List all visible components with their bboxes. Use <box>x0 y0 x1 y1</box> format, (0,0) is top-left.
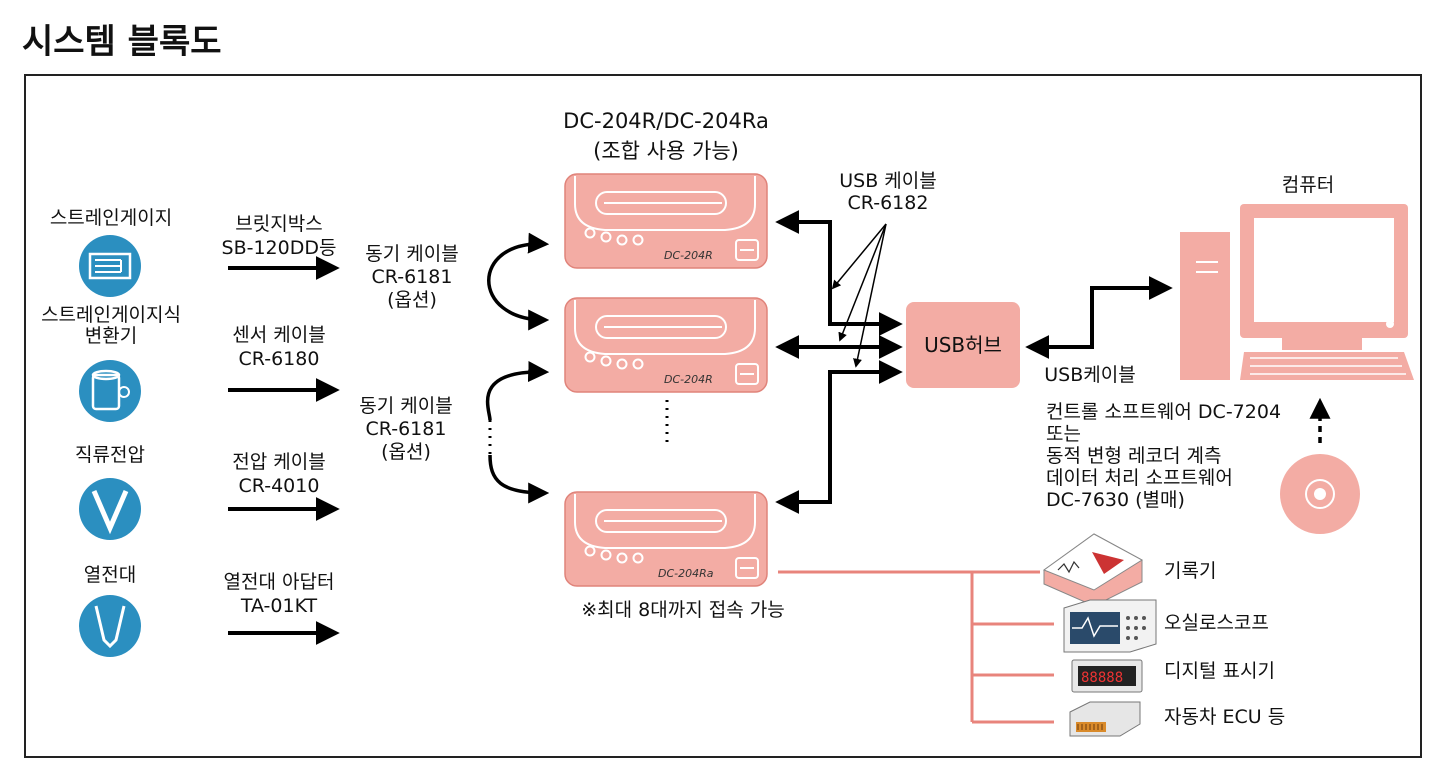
usb-hub-box <box>906 302 1020 388</box>
pc-usb-connection <box>1025 276 1173 359</box>
pointer-line <box>853 223 887 368</box>
sensor-label: 직류전압 <box>75 444 145 466</box>
output-label: 오실로스코프 <box>1164 612 1269 634</box>
svg-text:88888: 88888 <box>1081 670 1123 686</box>
oscilloscope-icon <box>1063 599 1157 653</box>
pointer-line <box>838 223 887 342</box>
page-title: 시스템 블록도 <box>22 22 222 62</box>
max-devices-note: ※최대 8대까지 접속 가능 <box>581 599 785 621</box>
usb-cable-label: USB 케이블 CR-6182 <box>839 170 937 214</box>
thermocouple-icon <box>79 595 141 657</box>
connection-label: 브릿지박스 SB-120DD등 <box>221 213 337 259</box>
computer-icon <box>1180 204 1414 380</box>
connection-label: 센서 케이블 CR-6180 <box>232 324 326 370</box>
usb-connection <box>775 210 903 336</box>
sync-cable-curve <box>488 454 550 504</box>
recorder-icon <box>1042 533 1143 607</box>
device-unit-3 <box>564 491 768 587</box>
strain-gauge-icon <box>79 235 141 297</box>
software-note: 컨트롤 소프트웨어 DC-7204 또는 동적 변형 레코더 계측 데이터 처리… <box>1046 401 1282 511</box>
sync-cable-label: 동기 케이블 CR-6181 (옵션) <box>359 395 453 463</box>
voltage-icon <box>79 478 141 540</box>
diagram-frame <box>24 74 1422 758</box>
pointer-line <box>831 223 887 290</box>
device-unit-1 <box>564 173 768 269</box>
device-label: DC-204R <box>664 373 713 386</box>
computer-label: 컴퓨터 <box>1281 174 1335 196</box>
ecu-icon <box>1069 701 1141 737</box>
output-label: 디지털 표시기 <box>1164 660 1275 682</box>
device-label: DC-204R <box>664 249 713 262</box>
connection-label: 전압 케이블 CR-4010 <box>232 451 326 497</box>
output-label: 자동차 ECU 등 <box>1164 706 1286 728</box>
pc-usb-cable-label: USB케이블 <box>1044 364 1136 386</box>
output-label: 기록기 <box>1164 560 1217 582</box>
device-header: DC-204R/DC-204Ra (조합 사용 가능) <box>563 109 769 163</box>
digital-display-icon: 88888 <box>1071 659 1143 693</box>
connection-label: 열전대 아답터 TA-01KT <box>223 571 335 617</box>
usb-hub-label: USB허브 <box>924 333 1002 357</box>
sync-cable-curve <box>485 361 550 421</box>
analog-output-line <box>972 622 1054 724</box>
sync-cable-label: 동기 케이블 CR-6181 (옵션) <box>365 243 459 311</box>
device-label: DC-204Ra <box>658 567 714 580</box>
cd-icon <box>1280 454 1360 534</box>
sensor-label: 열전대 <box>83 564 137 586</box>
sync-cable-curve <box>487 232 550 331</box>
transducer-icon <box>79 360 141 422</box>
sensor-label: 스트레인게이지식 변환기 <box>41 304 181 347</box>
sensor-label: 스트레인게이지 <box>49 207 173 229</box>
device-unit-2 <box>564 297 768 393</box>
usb-connection <box>775 360 903 514</box>
